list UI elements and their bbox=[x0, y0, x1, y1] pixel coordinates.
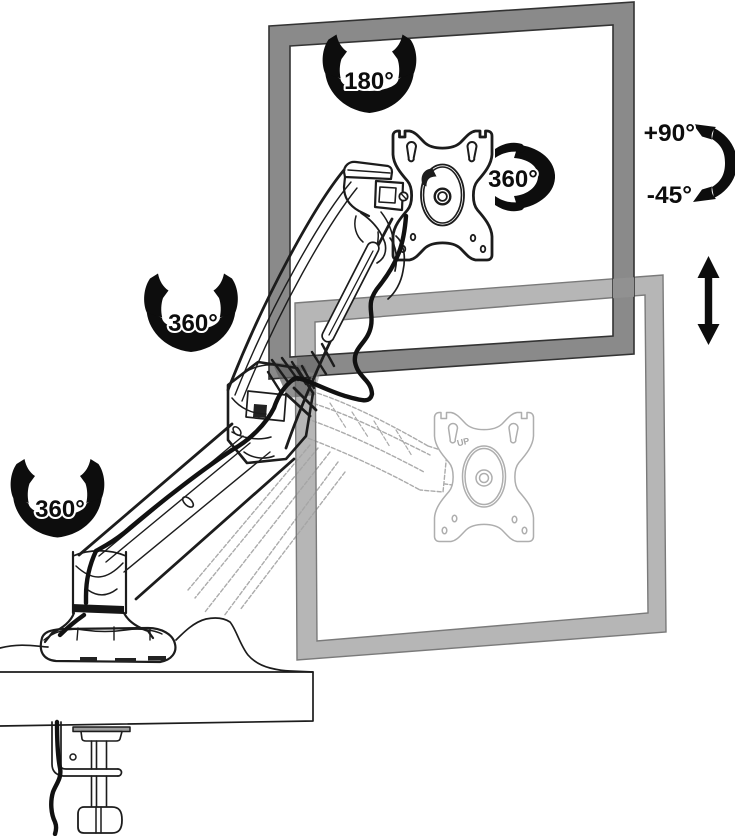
svg-text:-45°: -45° bbox=[647, 182, 692, 209]
svg-text:360°: 360° bbox=[35, 496, 85, 523]
svg-text:360°: 360° bbox=[488, 166, 538, 193]
svg-text:180°: 180° bbox=[344, 68, 394, 95]
svg-text:+90°: +90° bbox=[644, 120, 695, 147]
svg-text:360°: 360° bbox=[168, 310, 218, 337]
svg-text:UP: UP bbox=[456, 436, 471, 449]
